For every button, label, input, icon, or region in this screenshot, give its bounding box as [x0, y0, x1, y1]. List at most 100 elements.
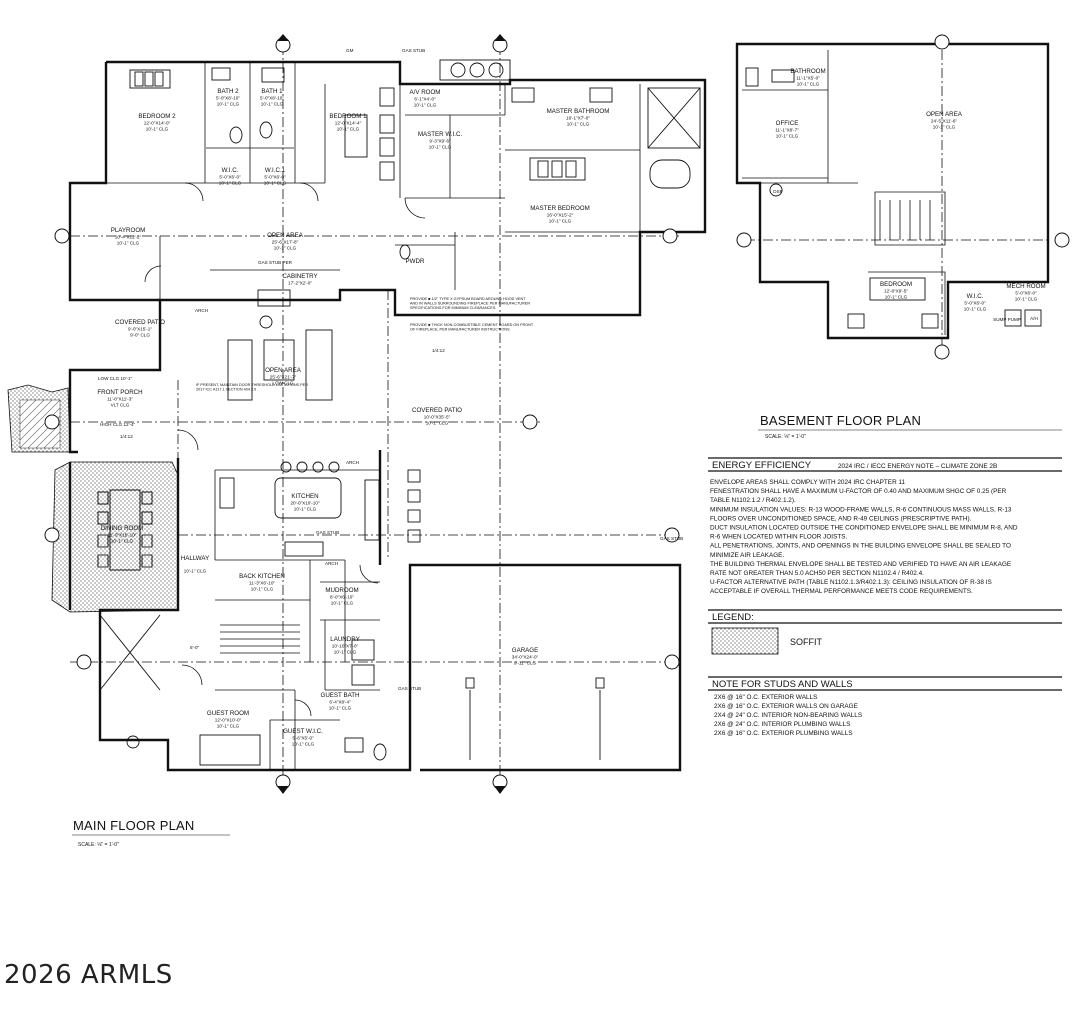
room-dimension: 12'-0"X14'-4": [335, 121, 362, 126]
fixtures: [97, 59, 701, 766]
basement-floor-plan-scale: SCALE: ⅛" = 1'-0": [765, 434, 806, 440]
energy-note-line: ENVELOPE AREAS SHALL COMPLY WITH 2024 IR…: [710, 479, 906, 486]
room-label: LAUNDRY: [330, 636, 359, 643]
fireplace-note-line: AND IN WALLS SURROUNDING FIREPLACE PER M…: [410, 302, 530, 306]
room-ceiling-height: 10'-1" CLG: [933, 125, 956, 130]
fireplace-note-line: 2017 ICC A117.1 SECTION 404.2.5: [196, 388, 256, 392]
studs-note-line: 2X6 @ 16" O.C. EXTERIOR WALLS ON GARAGE: [714, 703, 858, 710]
basement-floor-plan: [735, 34, 1070, 360]
energy-note-line: ALL PENETRATIONS, JOINTS, AND OPENINGS I…: [710, 543, 1011, 550]
callout-label: GAS STUB: [402, 48, 425, 53]
room-dimension: 11'-1"X5'-0": [796, 76, 820, 81]
watermark: 2026 ARMLS: [4, 960, 173, 990]
room-dimension: 5'-0"X6'-0": [219, 175, 241, 180]
room-dimension: 11'-1"X8'-7": [775, 128, 799, 133]
callout-label: 1/4:12: [120, 434, 133, 439]
callout-label: ARCH: [346, 460, 359, 465]
room-dimension: 17'-2"X2'-0": [288, 281, 312, 286]
legend-title: LEGEND:: [712, 612, 754, 623]
room-ceiling-height: 10'-1" CLG: [261, 102, 284, 107]
room-label: GUEST BATH: [321, 692, 360, 699]
main-floor-plan-scale: SCALE: ⅛" = 1'-0": [78, 842, 119, 848]
room-dimension: 11'-0"X16'-10": [108, 533, 137, 538]
room-label: GUEST W.I.C.: [283, 728, 323, 735]
section-marker-top: [44, 34, 680, 794]
basement-room-label: BATHROOM: [790, 68, 825, 75]
energy-efficiency-notes: ENERGY EFFICIENCY 2024 IRC / IECC ENERGY…: [708, 457, 1062, 595]
basement-room-label: BEDROOM: [880, 281, 912, 288]
room-label: OPEN AREA: [265, 367, 302, 374]
main-floor-plan: [7, 34, 707, 795]
room-ceiling-height: 10'-1" CLG: [429, 145, 452, 150]
room-dimension: 12'-0"X14'-0": [144, 121, 171, 126]
room-ceiling-height: 10'-1" CLG: [274, 246, 297, 251]
energy-title: ENERGY EFFICIENCY: [712, 460, 812, 471]
room-dimension: 11'-8"X11'-3": [107, 397, 133, 402]
room-label: COVERED PATIO: [412, 407, 462, 414]
room-dimension: 12'-8"X9'-5": [884, 289, 908, 294]
callout-label: GAS STUB: [660, 536, 683, 541]
room-dimension: 6'-1"X4'-0": [414, 97, 436, 102]
room-ceiling-height: 10'-1" CLG: [567, 122, 590, 127]
energy-note-line: FENESTRATION SHALL HAVE A MAXIMUM U-FACT…: [710, 488, 1007, 495]
callout-label: ARCH: [195, 308, 208, 313]
room-dimension: 34'-0"X24'-0": [512, 655, 539, 660]
room-label: FRONT PORCH: [97, 389, 142, 396]
room-ceiling-height: LOW CLG: [272, 381, 294, 386]
room-label: BEDROOM 1: [329, 113, 367, 120]
room-ceiling-height: 9'-0" CLG: [130, 333, 150, 338]
energy-note-line: ACCEPTABLE IF OVERALL THERMAL PERFORMANC…: [710, 588, 973, 595]
energy-note-line: DUCT INSULATION LOCATED OUTSIDE THE COND…: [710, 525, 1018, 532]
basement-room-label: W.I.C.: [967, 293, 984, 300]
room-label: GUEST ROOM: [207, 710, 249, 717]
room-dimension: 5'-0"X6'-0": [964, 301, 986, 306]
room-dimension: 5'-0"X6'-0": [1015, 291, 1037, 296]
studs-note-line: 2X6 @ 24" O.C. INTERIOR PLUMBING WALLS: [714, 721, 850, 728]
room-label: CABINETRY: [282, 273, 317, 280]
fireplace-note-line: PROVIDE ■ 1/2" TYPE X GYPSUM BOARD AROUN…: [410, 297, 526, 301]
room-ceiling-height: 10'-1" CLG: [217, 102, 240, 107]
energy-note-line: MINIMUM INSULATION VALUES: R-13 WOOD-FRA…: [710, 506, 1012, 513]
room-dimension: 5'-0"X8'-10": [216, 96, 240, 101]
door-swings: [144, 182, 426, 717]
room-dimension: 12'-0"X10'-0": [215, 718, 242, 723]
callout-label: 5'-0": [190, 645, 200, 650]
legend: LEGEND: SOFFIT: [708, 609, 1062, 655]
room-dimension: 5'-6"X5'-0": [292, 736, 314, 741]
callout-label: 1/4:12: [432, 348, 445, 353]
room-label: GARAGE: [512, 647, 538, 654]
room-ceiling-height: VLT CLG: [111, 403, 130, 408]
room-label: BATH 1: [261, 88, 283, 95]
callout-label: LOW CLG 10'-1": [98, 376, 133, 381]
callout-label: GAS STUB PER: [258, 260, 293, 265]
room-label: BACK KITCHEN: [239, 573, 285, 580]
energy-note-line: RATE NOT GREATER THAN 5.0 ACH50 PER SECT…: [710, 570, 924, 577]
room-ceiling-height: 10'-1" CLG: [426, 421, 449, 426]
basement-room-label: OPEN AREA: [926, 111, 963, 118]
studs-note-line: 2X4 @ 24" O.C. INTERIOR NON-BEARING WALL…: [714, 712, 862, 719]
room-ceiling-height: 10'-1" CLG: [251, 587, 274, 592]
room-label: MASTER W.I.C.: [418, 131, 463, 138]
callout-label: HIGH CLG 12'-4": [100, 422, 136, 427]
room-dimension: 16'-0"X15'-2": [547, 213, 574, 218]
energy-note-line: U-FACTOR ALTERNATIVE PATH (TABLE N1102.1…: [710, 579, 992, 586]
room-ceiling-height: 10'-1" CLG: [117, 241, 140, 246]
room-dimension: 9'-3"X9'-6": [429, 139, 451, 144]
room-dimension: 10'-10"X7'-0": [332, 644, 359, 649]
room-ceiling-height: 10'-1" CLG: [885, 295, 908, 300]
room-ceiling-height: 10'-1" CLG: [264, 181, 287, 186]
room-label: MASTER BEDROOM: [530, 205, 589, 212]
room-ceiling-height: 10'-1" CLG: [337, 127, 360, 132]
room-label: COVERED PATIO: [115, 319, 165, 326]
studs-note-line: 2X6 @ 16" O.C. EXTERIOR PLUMBING WALLS: [714, 730, 853, 737]
basement-room-label: MECH ROOM: [1006, 283, 1045, 290]
room-ceiling-height: 10'-1" CLG: [111, 539, 134, 544]
room-dimension: 20'-0"X10'-10": [290, 501, 319, 506]
room-ceiling-height: 10'-1" CLG: [146, 127, 169, 132]
room-ceiling-height: 10'-1" CLG: [219, 181, 242, 186]
room-dimension: 9'-0"X15'-1": [128, 327, 152, 332]
room-label: PWDR: [406, 258, 425, 265]
